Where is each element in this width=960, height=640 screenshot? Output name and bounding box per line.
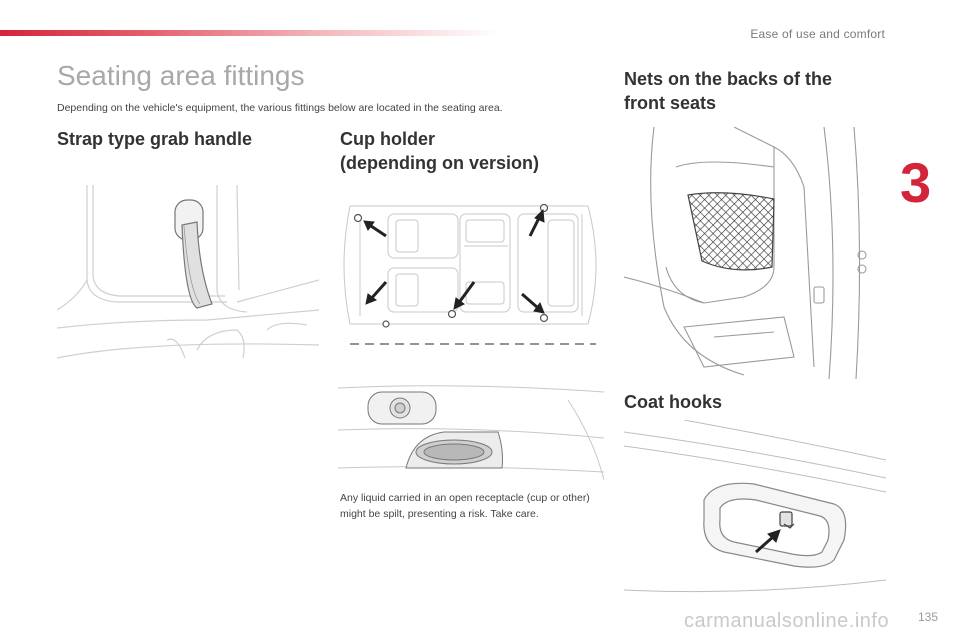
coat-hook-illustration	[624, 420, 886, 598]
footer-watermark: carmanualsonline.info	[684, 610, 890, 632]
page-number: 135	[918, 610, 939, 624]
strap-handle-illustration	[57, 180, 319, 360]
nets-heading-line1: Nets on the backs of the	[624, 69, 833, 89]
header-accent-bar	[0, 30, 500, 36]
chapter-number: 3	[900, 151, 932, 214]
cup-holder-heading: Cup holder (depending on version)	[340, 127, 539, 175]
nets-heading-line2: front seats	[624, 93, 717, 113]
cabin-layout-illustration	[338, 196, 604, 348]
intro-text: Depending on the vehicle's equipment, th…	[57, 102, 503, 114]
nets-heading: Nets on the backs of the front seats	[624, 67, 832, 115]
seat-net-illustration	[624, 127, 886, 379]
section-header: Ease of use and comfort	[750, 27, 885, 41]
strap-handle-heading: Strap type grab handle	[57, 129, 253, 149]
page-title: Seating area fittings	[57, 60, 305, 91]
coat-hooks-heading: Coat hooks	[624, 392, 723, 412]
cup-holder-heading-line2: (depending on version)	[340, 153, 540, 173]
cup-holder-warning-note: Any liquid carried in an open receptacle…	[340, 492, 590, 520]
cup-holder-illustration	[338, 380, 604, 480]
cup-holder-heading-line1: Cup holder	[340, 129, 435, 149]
